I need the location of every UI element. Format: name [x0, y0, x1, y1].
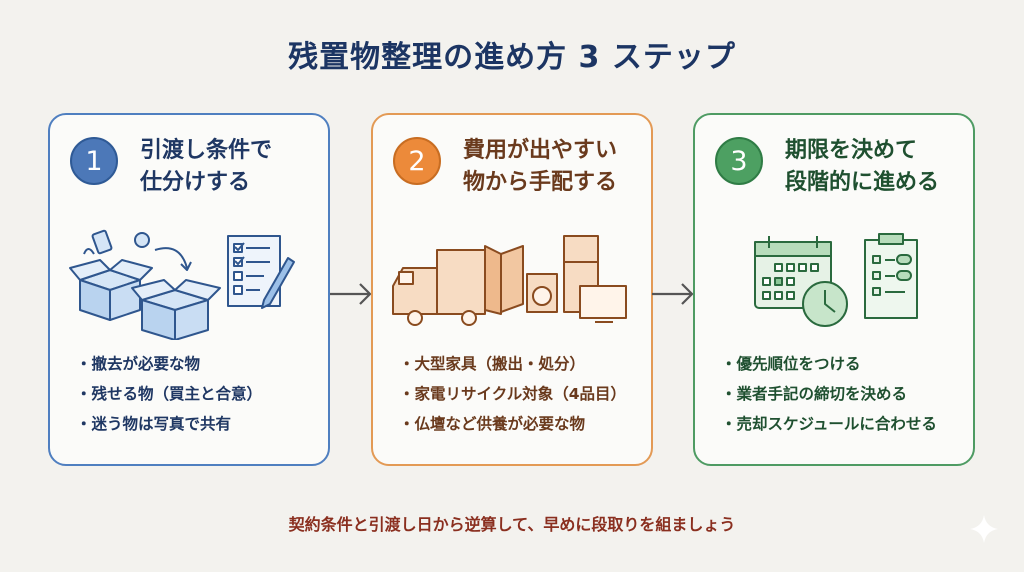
step-heading: 費用が出やすい 物から手配する — [463, 135, 617, 199]
bullet-item: 残せる物（買主と合意） — [76, 379, 263, 409]
page-title: 残置物整理の進め方 3 ステップ — [288, 40, 736, 75]
step-heading: 引渡し条件で 仕分けする — [140, 135, 272, 199]
bullet-item: 大型家具（搬出・処分） — [399, 349, 626, 379]
step-heading-line1: 引渡し条件で — [140, 138, 273, 163]
arrow-right-icon — [652, 283, 694, 305]
calendar-clock-and-clipboard-icon — [754, 233, 918, 327]
bullet-item: 優先順位をつける — [721, 349, 937, 379]
bullet-item: 売却スケジュールに合わせる — [721, 409, 937, 439]
truck-and-appliances-icon — [392, 235, 627, 326]
bullet-item: 撤去が必要な物 — [76, 349, 262, 379]
step-card-1: 1 引渡し条件で 仕分けする — [48, 113, 330, 466]
step-number-badge: 3 — [715, 137, 763, 185]
step-heading-line1: 費用が出やすい — [463, 138, 618, 163]
footer-note: 契約条件と引渡し日から逆算して、早めに段取りを組ましょう — [288, 515, 736, 534]
step-heading-line2: 段階的に進める — [785, 170, 940, 195]
arrow-right-icon — [330, 283, 372, 305]
step-number-badge: 2 — [393, 137, 441, 185]
boxes-and-checklist-icon — [69, 229, 295, 340]
bullet-item: 業者手記の締切を決める — [721, 379, 937, 409]
step-bullet-list: 撤去が必要な物 残せる物（買主と合意） 迷う物は写真で共有 — [76, 349, 263, 439]
step-heading-line2: 仕分けする — [140, 170, 251, 195]
step-card-3: 3 期限を決めて 段階的に進める 優先順位をつける 業者手記の締切を決める — [693, 113, 975, 466]
bullet-item: 家電リサイクル対象（4品目） — [399, 379, 627, 409]
step-heading: 期限を決めて 段階的に進める — [785, 135, 939, 199]
step-heading-line2: 物から手配する — [463, 170, 618, 195]
step-number-badge: 1 — [70, 137, 118, 185]
step-bullet-list: 優先順位をつける 業者手記の締切を決める 売却スケジュールに合わせる — [721, 349, 937, 439]
step-heading-line1: 期限を決めて — [785, 138, 918, 163]
bullet-item: 迷う物は写真で共有 — [76, 409, 262, 439]
bullet-item: 仏壇など供養が必要な物 — [399, 409, 626, 439]
step-bullet-list: 大型家具（搬出・処分） 家電リサイクル対象（4品目） 仏壇など供養が必要な物 — [399, 349, 627, 439]
step-card-2: 2 費用が出やすい 物から手配する 大型家具（搬出・処分） 家電リサイクル対象（… — [371, 113, 653, 466]
sparkle-icon — [970, 515, 998, 543]
